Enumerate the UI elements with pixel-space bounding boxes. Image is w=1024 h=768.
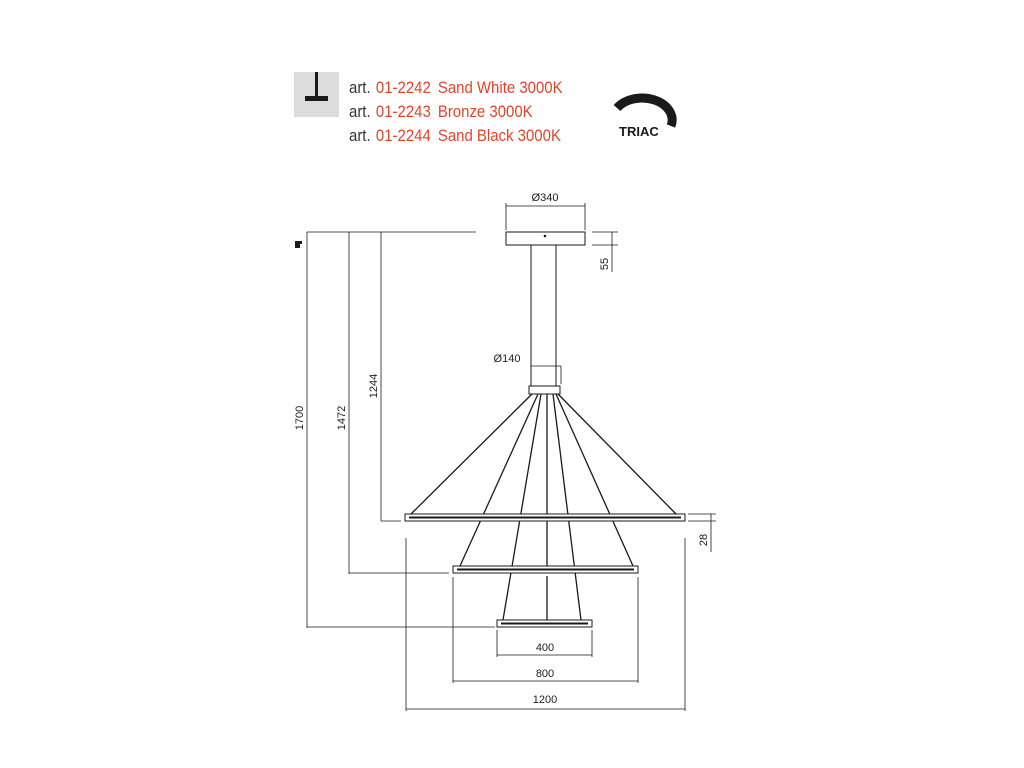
article-prefix: art. [349, 102, 371, 121]
dim-small-ring-diameter: 400 [536, 642, 554, 654]
suspension-wire [459, 393, 539, 567]
article-prefix: art. [349, 126, 371, 145]
triac-label: TRIAC [619, 124, 659, 139]
article-name: Bronze 3000K [437, 102, 533, 121]
suspension-wire [502, 393, 542, 621]
suspension-wire [555, 393, 634, 567]
pendant-mount-icon [294, 72, 339, 117]
dim-total-height: 1700 [294, 406, 306, 430]
article-name: Sand White 3000K [437, 78, 563, 97]
article-prefix: art. [349, 78, 371, 97]
suspension-wire [557, 393, 677, 515]
ring-connector [528, 385, 561, 395]
dim-canopy-height: 55 [599, 258, 611, 270]
mount-bar [305, 96, 328, 101]
dim-height-top-ring: 1244 [368, 374, 380, 398]
mount-stem [315, 72, 318, 96]
dim-connector-diameter: Ø140 [494, 353, 521, 365]
article-row: art.01-2244 Sand Black 3000K [349, 124, 563, 148]
dim-height-middle-ring: 1472 [336, 406, 348, 430]
dimmer-arc [613, 93, 677, 128]
triac-dimmer-icon: TRIAC [613, 93, 677, 139]
article-name: Sand Black 3000K [437, 126, 561, 145]
suspension-wire [410, 393, 533, 515]
dim-ring-thickness: 28 [698, 534, 710, 546]
article-row: art.01-2243 Bronze 3000K [349, 100, 563, 124]
dim-canopy-diameter: Ø340 [532, 192, 559, 204]
ceiling-canopy [505, 231, 586, 246]
dim-large-ring-diameter: 1200 [533, 694, 557, 706]
article-code: 01-2244 [375, 126, 431, 145]
ceiling-marker-icon [295, 241, 302, 248]
canopy-screw [543, 234, 547, 238]
suspension-wire [552, 393, 582, 621]
article-code: 01-2242 [375, 78, 431, 97]
dim-middle-ring-diameter: 800 [536, 668, 554, 680]
article-code: 01-2243 [375, 102, 431, 121]
article-row: art.01-2242 Sand White 3000K [349, 76, 563, 100]
